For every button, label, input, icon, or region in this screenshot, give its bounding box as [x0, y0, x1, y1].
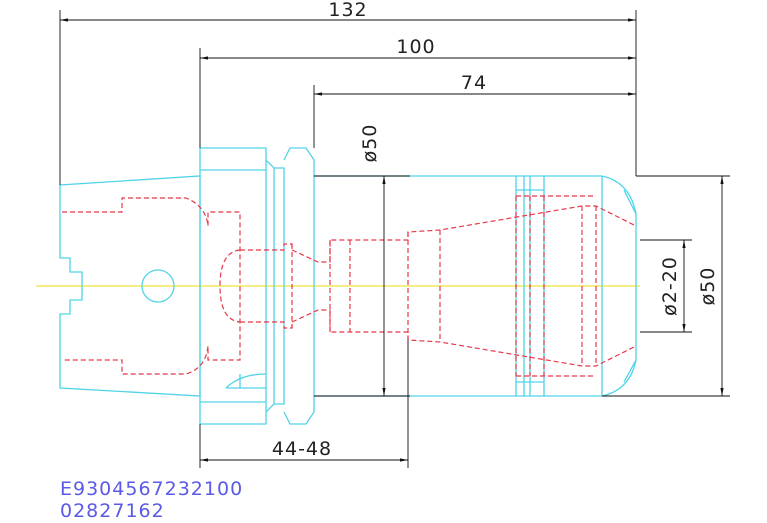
dimension-nose-diameter: ø50	[602, 175, 730, 397]
dimension-flange-to-nose: 100	[199, 36, 636, 148]
body-length-label: 74	[461, 72, 487, 94]
dimension-overall-length: 132	[59, 0, 637, 185]
dimension-body-length: 74	[313, 72, 636, 148]
insertion-depth-label: 44-48	[272, 438, 332, 460]
dimension-body-diameter: ø50	[314, 124, 410, 397]
clamping-range-label: ø2-20	[659, 256, 681, 316]
dimension-insertion-depth: 44-48	[199, 340, 409, 468]
flange-to-nose-label: 100	[396, 36, 435, 58]
dimension-clamping-range: ø2-20	[640, 239, 692, 333]
hidden-internal-features	[62, 195, 637, 377]
body-diameter-label: ø50	[359, 124, 381, 163]
part-code-line-2: 02827162	[60, 500, 165, 522]
nose-diameter-label: ø50	[697, 267, 719, 306]
part-code-line-1: E9304567232100	[60, 478, 244, 500]
overall-length-label: 132	[328, 0, 367, 21]
